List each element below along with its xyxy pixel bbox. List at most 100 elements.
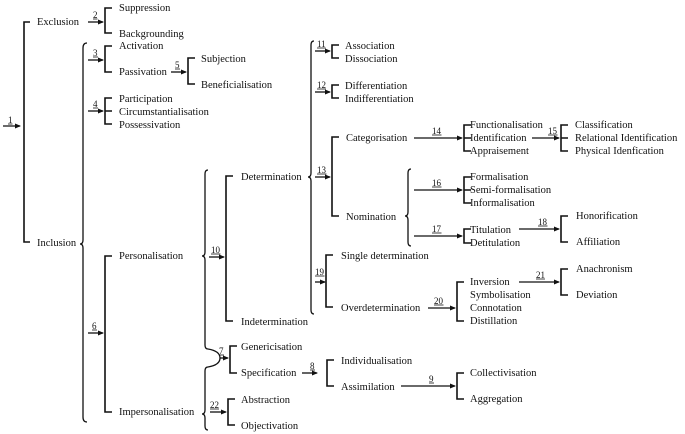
choice-number-underlines: [8, 18, 558, 410]
node-objectivation: Objectivation: [241, 421, 299, 432]
node-suppression: Suppression: [119, 3, 171, 14]
bracket-19: [325, 254, 333, 308]
bracket-2: [104, 7, 112, 34]
node-backgrounding: Backgrounding: [119, 29, 184, 40]
choice-17: 17: [414, 224, 471, 244]
node-detitulation: Detitulation: [470, 238, 521, 249]
bracket-12: [331, 84, 339, 99]
node-inclusion: Inclusion: [37, 238, 77, 249]
bracket-15: [560, 124, 568, 152]
node-informalisation: Informalisation: [470, 198, 535, 209]
node-impersonalisation: Impersonalisation: [119, 407, 195, 418]
choice-number-20: 20: [434, 296, 444, 306]
node-honorification: Honorification: [576, 211, 639, 222]
node-association: Association: [345, 41, 395, 52]
bracket-20: [456, 281, 464, 322]
bracket-18: [560, 215, 568, 243]
node-activation: Activation: [119, 41, 164, 52]
choice-12: 12: [315, 80, 339, 99]
node-indifferentiation: Indifferentiation: [345, 94, 414, 105]
choice-6: 6: [88, 255, 112, 413]
node-categorisation: Categorisation: [346, 133, 408, 144]
node-formalisation: Formalisation: [470, 172, 529, 183]
choice-number-2: 2: [93, 10, 98, 20]
choice-5: 5: [171, 57, 195, 85]
node-subjection: Subjection: [201, 54, 247, 65]
choice-1: 1: [3, 21, 30, 243]
choice-number-15: 15: [548, 126, 558, 136]
node-abstraction: Abstraction: [241, 395, 291, 406]
choice-21: 21: [519, 268, 568, 296]
node-identification: Identification: [470, 133, 527, 144]
choice-7: 7: [219, 345, 237, 374]
bracket-10: [225, 175, 233, 322]
bracket-9: [456, 372, 464, 400]
choice-8: 8: [302, 359, 334, 387]
node-distillation: Distillation: [470, 316, 518, 327]
choice-number-4: 4: [93, 99, 98, 109]
choice-number-8: 8: [310, 361, 315, 371]
node-overdetermination: Overdetermination: [341, 303, 421, 314]
bracket-17: [463, 228, 471, 244]
choice-11: 11: [315, 39, 339, 59]
node-relational-identification: Relational Identification: [575, 133, 678, 144]
choice-number-6: 6: [92, 321, 97, 331]
choice-number-13: 13: [317, 165, 327, 175]
node-nomination: Nomination: [346, 212, 397, 223]
choice-number-10: 10: [211, 245, 221, 255]
node-semi-formalisation: Semi-formalisation: [470, 185, 552, 196]
node-aggregation: Aggregation: [470, 394, 523, 405]
node-symbolisation: Symbolisation: [470, 290, 531, 301]
node-specification: Specification: [241, 368, 297, 379]
choice-number-11: 11: [317, 39, 326, 49]
choice-number-7: 7: [219, 346, 224, 356]
choice-10: 10: [209, 175, 233, 322]
bracket-7: [229, 345, 237, 374]
bracket-21: [560, 268, 568, 296]
choice-22: 22: [210, 398, 235, 426]
node-deviation: Deviation: [576, 290, 618, 301]
choice-number-16: 16: [432, 178, 442, 188]
node-passivation: Passivation: [119, 67, 168, 78]
node-connotation: Connotation: [470, 303, 523, 314]
bracket-11: [331, 44, 339, 59]
brace-determination: [307, 40, 315, 315]
choice-number-9: 9: [429, 374, 434, 384]
node-participation: Participation: [119, 94, 173, 105]
bracket-5: [187, 57, 195, 85]
choice-13: 13: [315, 136, 339, 217]
bracket-4: [104, 97, 112, 125]
node-single-determination: Single determination: [341, 251, 430, 262]
node-appraisement: Appraisement: [470, 146, 529, 157]
choice-number-5: 5: [175, 60, 180, 70]
node-affiliation: Affiliation: [576, 237, 621, 248]
choice-number-12: 12: [317, 80, 326, 90]
bracket-14: [463, 124, 471, 152]
choice-15: 15: [532, 124, 568, 152]
node-assimilation: Assimilation: [341, 382, 395, 393]
node-physical-idenfication: Physical Idenfication: [575, 146, 665, 157]
choice-number-22: 22: [210, 400, 219, 410]
choice-number-3: 3: [93, 48, 98, 58]
choice-19: 19: [315, 254, 333, 308]
node-determination: Determination: [241, 172, 302, 183]
node-inversion: Inversion: [470, 277, 510, 288]
brace-impersonalisation: [201, 366, 209, 431]
choice-number-17: 17: [432, 224, 442, 234]
node-functionalisation: Functionalisation: [470, 120, 544, 131]
bracket-16: [463, 176, 471, 204]
brace-inclusion: [79, 42, 88, 423]
bracket-1: [23, 21, 30, 243]
choice-number-19: 19: [315, 267, 325, 277]
choice-18: 18: [519, 215, 568, 243]
choice-9: 9: [401, 372, 464, 400]
node-individualisation: Individualisation: [341, 356, 413, 367]
node-indetermination: Indetermination: [241, 317, 309, 328]
choice-3: 3: [88, 45, 112, 73]
node-dissociation: Dissociation: [345, 54, 398, 65]
brace-nomination: [404, 168, 412, 247]
choice-number-21: 21: [536, 270, 545, 280]
bracket-8: [326, 359, 334, 387]
bracket-3: [104, 45, 112, 73]
